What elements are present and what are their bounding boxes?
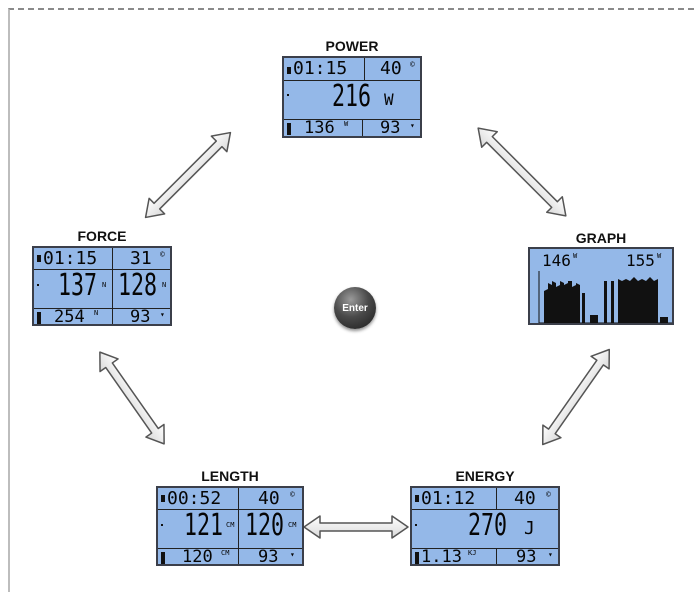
power-bottom-left: 136	[304, 118, 335, 138]
force-time: 01:15	[43, 248, 98, 269]
length-bottom-left-unit: CM	[221, 549, 230, 557]
graph-left-unit: W	[573, 252, 578, 260]
energy-rate: 40	[514, 488, 536, 509]
graph-title: GRAPH	[575, 230, 627, 246]
force-left-value: 137	[58, 268, 98, 303]
length-time: 00:52	[167, 488, 222, 509]
arrow-force-length	[99, 351, 165, 445]
rate-icon: ©	[160, 250, 165, 259]
graph-right-unit: W	[657, 252, 662, 260]
length-bottom-right: 93	[258, 547, 279, 566]
length-left-unit: CM	[226, 521, 235, 529]
enter-button-label: Enter	[342, 302, 368, 314]
force-bottom-left: 254	[54, 307, 85, 326]
down-arrow-icon: ▾	[290, 550, 295, 559]
length-rate: 40	[258, 488, 280, 509]
power-title: POWER	[325, 38, 379, 54]
power-main-unit: W	[384, 90, 394, 109]
power-main-value: 216	[332, 79, 372, 114]
down-arrow-icon: ▾	[160, 310, 165, 319]
force-right-unit: N	[162, 281, 167, 289]
force-bottom-left-unit: N	[94, 309, 99, 317]
down-arrow-icon: ▾	[548, 550, 553, 559]
rate-icon: ©	[410, 60, 415, 69]
energy-title: ENERGY	[455, 468, 515, 484]
power-bottom-right: 93	[380, 118, 401, 138]
arrow-power-force	[144, 131, 232, 219]
power-rate: 40	[380, 58, 402, 79]
force-title: FORCE	[77, 228, 127, 244]
arrow-graph-energy	[541, 348, 611, 446]
energy-main-unit: J	[524, 518, 535, 539]
energy-main-value: 270	[468, 508, 508, 543]
graph-right-value: 155	[626, 251, 655, 270]
energy-time: 01:12	[421, 488, 476, 509]
force-rate: 31	[130, 248, 152, 269]
down-arrow-icon: ▾	[410, 121, 415, 130]
graph-left-value: 146	[542, 251, 571, 270]
power-graph-plot	[538, 271, 672, 323]
force-right-value: 128	[118, 268, 158, 303]
force-screen[interactable]: 01:15 31 © 137 N 128 N 254 N 93 ▾	[32, 246, 172, 326]
rate-icon: ©	[546, 490, 551, 499]
power-screen[interactable]: 01:15 40 © 216 W 136 W 93 ▾	[282, 56, 422, 138]
power-time: 01:15	[293, 58, 348, 79]
arrow-power-graph	[477, 127, 567, 217]
energy-screen[interactable]: 01:12 40 © 270 J 1.13 KJ 93 ▾	[410, 486, 560, 566]
length-right-unit: CM	[288, 521, 297, 529]
force-bottom-right: 93	[130, 307, 151, 326]
length-right-value: 120	[245, 508, 285, 543]
arrow-length-energy	[303, 515, 409, 539]
force-left-unit: N	[102, 281, 107, 289]
enter-button[interactable]: Enter	[334, 287, 376, 329]
length-bottom-left: 120	[182, 547, 213, 566]
length-title: LENGTH	[201, 468, 259, 484]
length-screen[interactable]: 00:52 40 © 121 CM 120 CM 120 CM 93 ▾	[156, 486, 304, 566]
power-bottom-left-unit: W	[344, 120, 349, 128]
energy-bottom-left: 1.13	[421, 547, 462, 566]
energy-bottom-right: 93	[516, 547, 537, 566]
graph-screen[interactable]: 146 W 155 W	[528, 247, 674, 325]
diagram-frame	[8, 8, 694, 592]
length-left-value: 121	[184, 508, 224, 543]
energy-bottom-left-unit: KJ	[468, 549, 477, 557]
rate-icon: ©	[290, 490, 295, 499]
